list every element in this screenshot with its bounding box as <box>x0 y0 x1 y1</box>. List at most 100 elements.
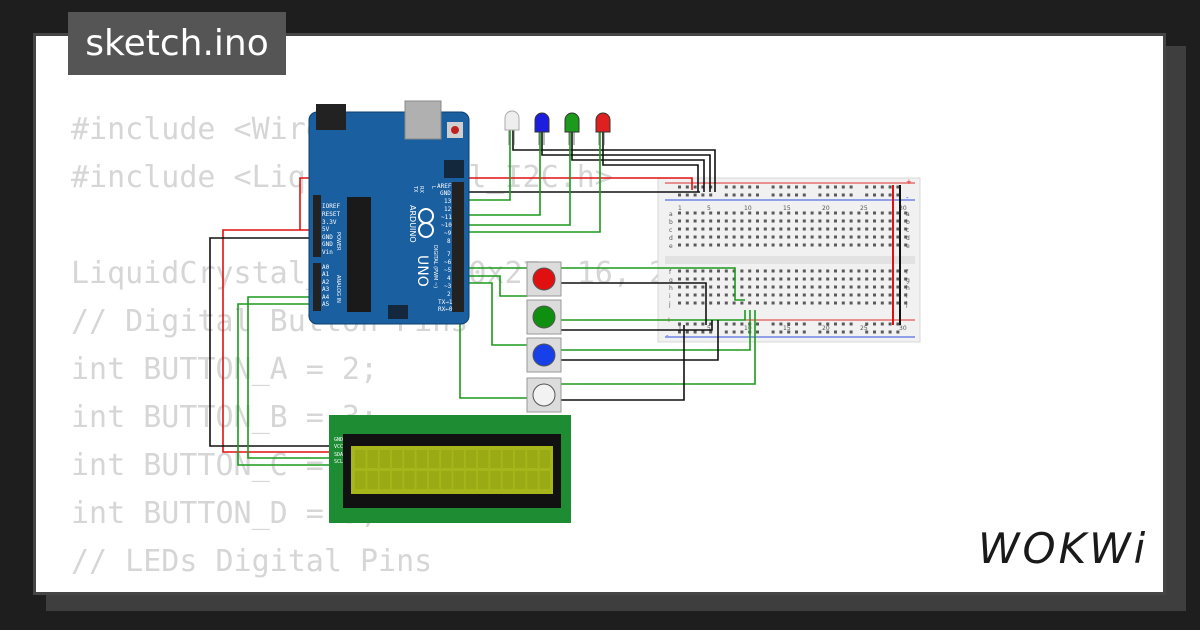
pin-label: A4 <box>322 294 330 301</box>
breadboard-hole <box>732 211 736 215</box>
pin-label: 3.3V <box>322 219 337 226</box>
push-button-blue[interactable] <box>526 337 562 373</box>
arduino-uno[interactable]: AREF GND 13 12 ~11 ~10 ~9 8 7 ~6 ~5 4 ~3… <box>308 100 470 325</box>
breadboard-hole <box>779 193 783 197</box>
breadboard-hole <box>795 293 798 297</box>
breadboard-hole <box>779 235 783 239</box>
breadboard-hole <box>709 285 713 289</box>
breadboard-hole <box>865 277 869 281</box>
breadboard-hole <box>678 322 681 326</box>
breadboard-hole <box>693 235 697 239</box>
breadboard-hole <box>709 301 713 305</box>
column-number: 10 <box>744 205 752 212</box>
breadboard-hole <box>826 211 830 215</box>
power-jack <box>316 104 346 130</box>
breadboard-hole <box>717 243 720 247</box>
breadboard-hole <box>756 211 759 215</box>
breadboard-hole <box>818 193 822 197</box>
breadboard-hole <box>717 285 720 289</box>
breadboard-hole <box>818 269 822 273</box>
breadboard-hole <box>802 322 806 326</box>
breadboard-hole <box>717 277 720 281</box>
led-blue[interactable] <box>534 112 550 145</box>
code-line: int BUTTON_A = 2; <box>71 352 379 387</box>
breadboard-hole <box>888 330 892 334</box>
breadboard-hole <box>834 269 837 273</box>
breadboard-hole <box>873 193 876 197</box>
breadboard-hole <box>849 185 853 189</box>
breadboard-hole <box>756 193 759 197</box>
breadboard-hole <box>865 193 869 197</box>
breadboard-hole <box>678 211 681 215</box>
breadboard-hole <box>685 185 689 189</box>
breadboard-hole <box>771 219 775 223</box>
lcd-character-cell <box>379 450 391 468</box>
breadboard-hole <box>841 235 845 239</box>
breadboard-hole <box>802 185 806 189</box>
breadboard-hole <box>802 193 806 197</box>
lcd-character-cell <box>416 471 427 489</box>
lcd-character-cell <box>367 450 378 468</box>
led-green[interactable] <box>564 112 580 145</box>
breadboard-hole <box>724 322 728 326</box>
breadboard-hole <box>810 211 814 215</box>
breadboard-hole <box>678 235 681 239</box>
breadboard-hole <box>880 269 884 273</box>
breadboard-hole <box>849 219 853 223</box>
lcd-pin-label: SDA <box>334 452 343 458</box>
breadboard-hole <box>763 277 767 281</box>
power-pin-labels: IOREF RESET 3.3V 5V GND GND Vin A0 A1 A2… <box>322 203 340 308</box>
breadboard-hole <box>849 243 853 247</box>
file-tab[interactable]: sketch.ino <box>68 12 286 75</box>
breadboard-hole <box>834 219 837 223</box>
pin-label: A5 <box>322 301 330 308</box>
pin-label: ~6 <box>444 259 452 266</box>
breadboard-hole <box>795 219 798 223</box>
lcd-character-cell <box>490 450 501 468</box>
row-letter: d <box>906 235 910 242</box>
row-letter: b <box>669 219 673 226</box>
breadboard-hole <box>701 301 705 305</box>
breadboard-hole <box>732 269 736 273</box>
breadboard-hole <box>709 322 713 326</box>
breadboard-hole <box>849 227 853 231</box>
wokwi-logo: WOKWi <box>978 524 1149 573</box>
breadboard-hole <box>732 285 736 289</box>
breadboard-hole <box>873 285 876 289</box>
lcd-character-cell <box>355 471 366 489</box>
push-button-white[interactable] <box>526 377 562 413</box>
breadboard-hole <box>865 269 869 273</box>
breadboard-hole <box>826 235 830 239</box>
breadboard-hole <box>724 277 728 281</box>
breadboard-hole <box>896 185 900 189</box>
breadboard-hole <box>693 193 697 197</box>
breadboard-hole <box>841 227 845 231</box>
pin-label: 2 <box>447 291 451 298</box>
lcd-display[interactable]: GND VCC SDA SCL <box>329 415 571 523</box>
breadboard-hole <box>748 193 752 197</box>
lcd-character-cell <box>490 471 501 489</box>
push-button-red[interactable] <box>526 261 562 297</box>
breadboard-hole <box>748 227 752 231</box>
breadboard-hole <box>802 301 806 305</box>
led-white[interactable] <box>504 110 520 145</box>
breadboard-hole <box>841 285 845 289</box>
pin-label: 12 <box>444 206 452 213</box>
atmega-chip <box>347 197 371 312</box>
breadboard-hole <box>880 211 884 215</box>
breadboard-hole <box>756 235 759 239</box>
breadboard-hole <box>849 293 853 297</box>
breadboard-hole <box>810 219 814 223</box>
breadboard-hole <box>826 219 830 223</box>
breadboard-hole <box>678 185 681 189</box>
breadboard-hole <box>756 219 759 223</box>
reset-button-cap <box>451 126 459 134</box>
push-button-green[interactable] <box>526 299 562 335</box>
push-buttons <box>526 261 562 413</box>
led-red[interactable] <box>595 112 611 145</box>
breadboard-hole <box>678 269 681 273</box>
breadboard-hole <box>771 193 775 197</box>
breadboard-hole <box>756 285 759 289</box>
breadboard-hole <box>857 269 861 273</box>
breadboard-hole <box>771 301 775 305</box>
